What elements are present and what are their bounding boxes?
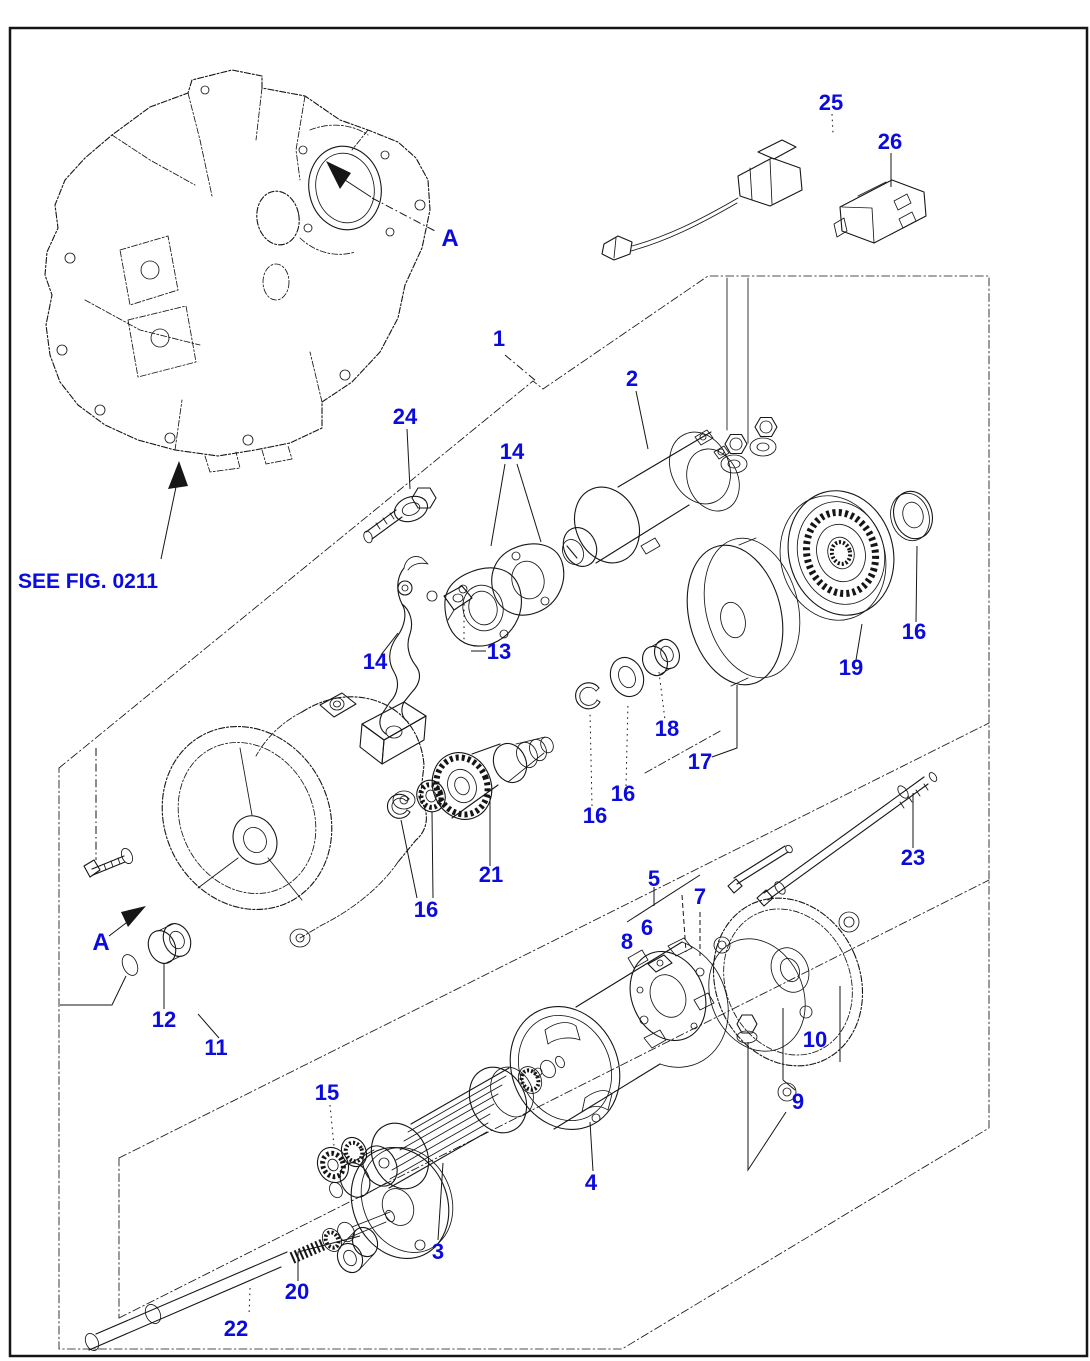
callout-13: 13 (487, 639, 511, 664)
leader-line (516, 463, 542, 543)
leader-line (431, 811, 434, 899)
lock-washers (316, 1136, 368, 1184)
terminal-nut-washer-set (720, 416, 778, 474)
drive-drum (686, 537, 801, 687)
leader-line (626, 874, 701, 923)
thrust-washer-right (890, 490, 933, 542)
pinion-gear (431, 736, 554, 820)
leader-line (711, 685, 738, 758)
drive-housing (83, 692, 427, 976)
leader-line (60, 975, 127, 1006)
bushing (147, 930, 177, 964)
annotation-overlay: 1234567891011121314141516161616171819202… (18, 90, 926, 1341)
solenoid-switch (562, 429, 740, 567)
callout-1: 1 (493, 326, 505, 351)
view-arrow-icon (326, 161, 351, 189)
leader-line (681, 894, 687, 953)
leader-line (160, 486, 177, 560)
callout-3: 3 (432, 1239, 444, 1264)
callout-23: 23 (901, 845, 925, 870)
leader-line (344, 179, 372, 198)
leader-line (406, 428, 411, 490)
through-bolts (727, 772, 938, 907)
callout-16: 16 (583, 803, 607, 828)
leader-line (197, 1013, 220, 1039)
callout-20: 20 (285, 1279, 309, 1304)
assembly-frame (58, 275, 990, 1350)
gasket-plates (444, 543, 565, 647)
callout-16: 16 (902, 619, 926, 644)
callout-16: 16 (611, 781, 635, 806)
callout-11: 11 (204, 1035, 227, 1060)
leader-line (782, 1079, 796, 1091)
leader-line (831, 113, 834, 134)
wiring-harness (601, 139, 803, 261)
leader-line (658, 671, 666, 721)
leader-line (490, 463, 506, 547)
leader-line (747, 1042, 787, 1172)
leader-line (635, 390, 649, 450)
callout-7: 7 (694, 884, 706, 909)
callout-18: 18 (655, 716, 679, 741)
connector (833, 179, 927, 244)
flywheel-housing (44, 69, 431, 473)
rear-bracket (708, 897, 864, 1102)
callout-12: 12 (152, 1007, 176, 1032)
leader-line (504, 354, 537, 382)
callout-4: 4 (585, 1170, 598, 1195)
leader-line (589, 1121, 594, 1172)
callout-a: A (441, 225, 458, 252)
leader-line (380, 632, 399, 656)
callout-19: 19 (839, 655, 863, 680)
callout-24: 24 (393, 404, 418, 429)
leader-line (625, 701, 629, 787)
callout-14: 14 (363, 649, 388, 674)
leader-line (437, 1162, 444, 1241)
mounting-bolt (363, 487, 437, 544)
view-arrow-icon (168, 461, 188, 489)
callout-5: 5 (648, 866, 660, 891)
leader-line (855, 623, 863, 661)
leader-line (589, 711, 593, 807)
callout-14: 14 (500, 439, 525, 464)
plug-cup (121, 954, 139, 976)
leader-line (371, 197, 438, 233)
leader-line (400, 819, 418, 899)
shift-lever (359, 556, 473, 765)
callout-6: 6 (641, 915, 653, 940)
callout-10: 10 (803, 1027, 827, 1052)
callout-17: 17 (688, 749, 712, 774)
page-border (8, 26, 1089, 1358)
callout-a: A (92, 929, 109, 956)
callout-22: 22 (224, 1316, 248, 1341)
view-arrow-icon (121, 906, 146, 927)
leader-line (297, 1235, 361, 1281)
callout-21: 21 (479, 862, 503, 887)
callout-2: 2 (626, 366, 638, 391)
brush-holder (627, 937, 715, 1049)
pinion-shaft (84, 1209, 395, 1351)
callout-9: 9 (792, 1089, 804, 1114)
callout-8: 8 (621, 929, 633, 954)
leader-line (915, 545, 918, 623)
rear-nut (736, 1014, 758, 1034)
yoke (509, 941, 729, 1131)
callout-25: 25 (819, 90, 843, 115)
collar-18 (641, 645, 669, 677)
pivot-clip (443, 585, 473, 611)
snap-ring-and-collar (386, 779, 446, 819)
washer-row (575, 638, 681, 710)
callout-see-fig-0211: SEE FIG. 0211 (18, 570, 158, 593)
callout-16: 16 (414, 897, 438, 922)
leader-line (329, 1104, 335, 1147)
leader-line (248, 1287, 251, 1317)
clutch-assembly (779, 490, 895, 621)
callout-15: 15 (315, 1080, 339, 1105)
callout-26: 26 (878, 129, 902, 154)
thrust-plate (336, 1146, 454, 1274)
